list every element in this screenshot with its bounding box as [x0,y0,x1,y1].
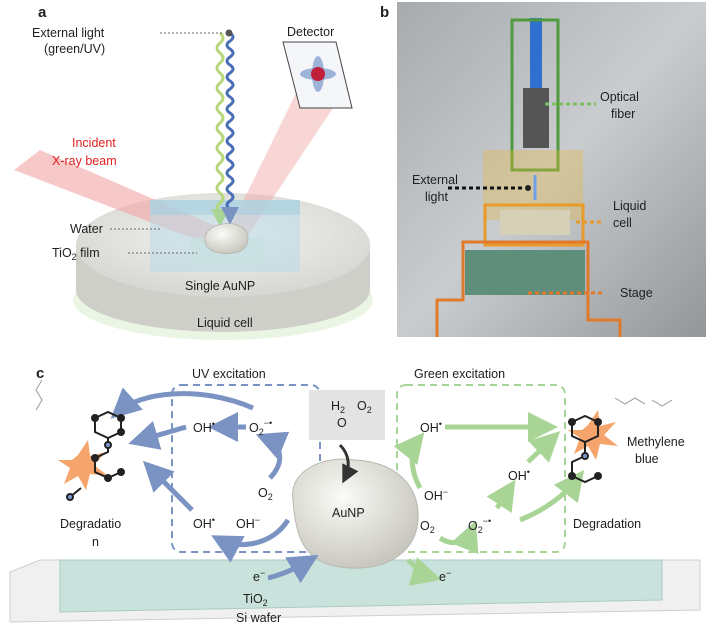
uv-arrow-ohminus-to-oh [211,518,291,563]
incident-beam-label-line2: X-ray beam [52,154,117,168]
uv-superoxide: O2−• [249,418,272,437]
electron-left: e− [253,568,265,584]
left-degradation-burst-icon [58,440,108,490]
green-arrow-superoxide-to-oh [486,479,516,513]
uv-arrow-electron [267,554,319,584]
tio2-film-label: TiO2 film [52,246,100,262]
external-light-b-label-line2: light [425,190,448,204]
stage-body [465,250,585,295]
panel-c: c [9,365,701,625]
degradation-left-line1: Degradatio [60,517,121,531]
external-light-label-line2: (green/UV) [44,42,105,56]
tio2-label: TiO2 [243,592,268,608]
methylene-blue-line2: blue [635,452,659,466]
aunp-label: AuNP [332,506,365,520]
optical-fiber-cable [530,18,542,88]
right-methylene-blue-molecule-icon [568,397,673,484]
water-label: Water [70,222,103,236]
panel-a-label: a [38,4,47,21]
green-arrow-electron [406,557,442,586]
uv-oh-radical-lower: OH• [193,515,215,531]
green-arrow-superoxide-to-degradation [519,470,585,523]
light-source-dot [225,29,233,37]
stage-frame [435,240,622,337]
uv-arrow-oh-lower-to-degradation [142,460,194,512]
uv-oh-radical: OH• [193,419,215,435]
si-wafer-label: Si wafer [236,611,281,625]
degradation-right: Degradation [573,517,641,531]
stage-label: Stage [620,286,653,300]
optical-fiber-frame [510,18,560,172]
green-superoxide: O2−• [468,516,491,535]
optical-fiber-label-line1: Optical [600,90,639,104]
o2-box-label: O2 [357,399,372,415]
incident-beam-label-line1: Incident [72,136,116,150]
h2o-o2-box [309,390,385,440]
uv-excitation-label: UV excitation [192,367,266,381]
green-excitation-box [396,384,566,553]
detector-label: Detector [287,25,334,39]
panel-c-label: c [36,365,44,382]
green-arrow-o2-to-superoxide [438,520,479,555]
liquid-cell-b-label-line2: cell [613,216,632,230]
green-oh-minus: OH− [424,487,448,503]
liquid-cell-b-label-line1: Liquid [613,199,646,213]
h2o-label: H2 [331,399,345,415]
electron-right: e− [439,568,451,584]
external-light-b-label-line1: External [412,173,458,187]
right-degradation-burst-icon [568,410,618,460]
optical-fiber-label-line2: fiber [611,107,635,121]
green-arrow-ohminus-to-oh [393,432,425,490]
green-excitation-label: Green excitation [414,367,505,381]
h2o-o-label: O [337,416,347,430]
panel-a: a E [14,4,373,340]
uv-oh-minus: OH− [236,515,260,531]
external-light-green-wave [211,31,229,227]
green-oh-radical-right: OH• [508,467,530,483]
detector [282,41,353,109]
uv-o2: O2 [258,486,273,502]
green-arrow-to-methylene-mid [526,431,561,464]
external-light-label-line1: External light [32,26,105,40]
substrate [9,559,701,623]
green-oh-radical: OH• [420,419,442,435]
methylene-blue-line1: Methylene [627,435,685,449]
panel-b-label: b [380,4,389,21]
uv-arrow-oh-to-degradation [128,421,187,450]
uv-arrow-o2-to-superoxide [255,431,290,480]
liquid-cell-label: Liquid cell [197,316,253,330]
green-o2: O2 [420,519,435,535]
left-methylene-blue-molecule-icon [35,379,125,501]
degradation-left-line2: n [92,535,99,549]
panel-b: b Optical fiber External light Liquid ce… [380,2,706,337]
uv-arrow-to-degradation-top [110,387,254,419]
single-aunp-particle [204,223,249,254]
liquid-cell-frame [483,203,585,247]
single-aunp-label: Single AuNP [185,279,255,293]
external-light-uv-wave [221,31,239,225]
h2o-to-aunp-arrow [338,443,359,484]
